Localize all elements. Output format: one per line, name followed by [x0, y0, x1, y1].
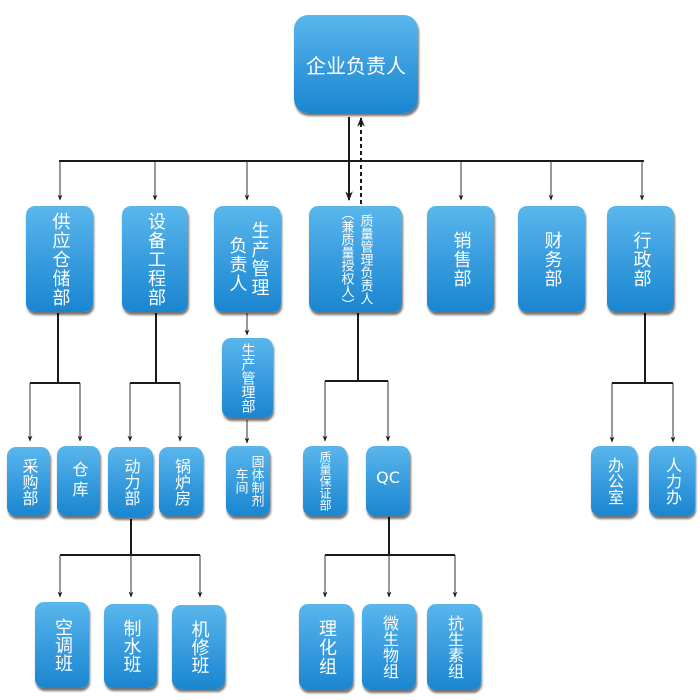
node-equipment[interactable]: 设备工程部 — [122, 206, 188, 312]
node-power-label: 动力部 — [121, 458, 141, 506]
node-production-head-label-1: 生产管理 — [248, 221, 270, 297]
node-ac-team[interactable]: 空调班 — [35, 602, 89, 688]
node-micro-label: 微生物组 — [380, 615, 399, 679]
node-antibiotic-label: 抗生素组 — [445, 615, 464, 679]
node-finance[interactable]: 财务部 — [518, 206, 585, 312]
node-admin[interactable]: 行政部 — [607, 206, 674, 312]
node-production-head-label-2: 负责人 — [226, 235, 248, 293]
node-quality-head-label-1: 质量管理负责人 — [357, 213, 373, 305]
node-physchem-label: 理化组 — [316, 618, 337, 676]
node-production-head[interactable]: 生产管理 负责人 — [214, 206, 281, 312]
node-sales-label: 销售部 — [450, 230, 472, 288]
node-qa[interactable]: 质量保证部 — [303, 446, 347, 516]
node-qc-label: QC — [376, 467, 400, 487]
node-sales[interactable]: 销售部 — [427, 206, 494, 312]
node-admin-label: 行政部 — [630, 230, 652, 288]
node-finance-label: 财务部 — [541, 230, 563, 288]
node-qc[interactable]: QC — [366, 446, 410, 516]
node-production-dept-label: 生产管理部 — [239, 343, 256, 413]
node-qa-label: 质量保证部 — [318, 451, 332, 511]
node-production-dept[interactable]: 生产管理部 — [222, 338, 273, 418]
node-micro[interactable]: 微生物组 — [362, 604, 416, 690]
node-water-team[interactable]: 制水班 — [104, 604, 157, 688]
node-office[interactable]: 办公室 — [591, 446, 637, 516]
node-ac-team-label: 空调班 — [52, 618, 73, 672]
node-hr[interactable]: 人力办 — [649, 446, 695, 516]
node-power[interactable]: 动力部 — [108, 447, 153, 517]
node-boiler[interactable]: 锅炉房 — [159, 447, 203, 516]
node-boiler-label: 锅炉房 — [172, 457, 191, 506]
node-quality-head[interactable]: 质量管理负责人 （兼质量授权人） — [309, 206, 402, 312]
node-solid-workshop-label-1: 固体制剂 — [248, 455, 264, 507]
node-ceo[interactable]: 企业负责人 — [294, 15, 418, 113]
node-water-team-label: 制水班 — [120, 619, 142, 673]
node-ceo-label: 企业负责人 — [306, 53, 406, 78]
node-solid-workshop-label-2: 车间 — [232, 468, 248, 494]
node-equipment-label: 设备工程部 — [145, 211, 166, 307]
node-antibiotic[interactable]: 抗生素组 — [427, 604, 481, 690]
node-purchasing-label: 采购部 — [19, 457, 39, 506]
node-office-label: 办公室 — [605, 457, 624, 505]
node-supply[interactable]: 供应仓储部 — [26, 206, 93, 312]
node-purchasing[interactable]: 采购部 — [7, 447, 50, 516]
node-maintenance-team-label: 机修班 — [188, 620, 210, 674]
node-supply-label: 供应仓储部 — [49, 211, 71, 307]
node-warehouse[interactable]: 仓库 — [57, 446, 100, 516]
node-hr-label: 人力办 — [663, 457, 682, 505]
node-physchem[interactable]: 理化组 — [299, 604, 353, 690]
node-warehouse-label: 仓库 — [69, 461, 89, 501]
node-maintenance-team[interactable]: 机修班 — [172, 605, 225, 689]
node-quality-head-label-2: （兼质量授权人） — [338, 207, 354, 311]
node-solid-workshop[interactable]: 固体制剂 车间 — [226, 446, 270, 516]
